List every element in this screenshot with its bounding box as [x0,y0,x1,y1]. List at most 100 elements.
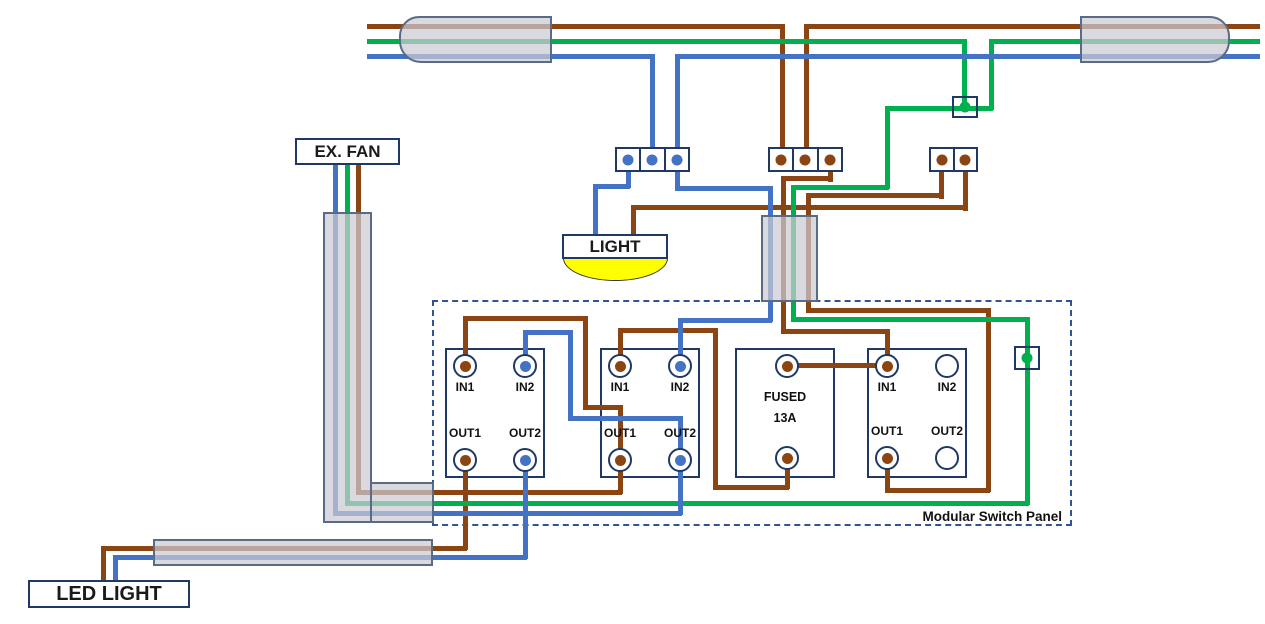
wire-segment-blue [675,186,772,191]
wire-segment-blue [568,330,573,420]
wire-segment-blue [113,555,118,583]
wire-segment-brown [986,308,991,492]
led-light-box: LED LIGHT [28,580,190,608]
terminal-dot-brown [614,454,626,466]
terminal-dot-blue [646,154,658,165]
wire-segment-brown [356,490,622,495]
switch-module-2-in2-label: IN2 [670,380,690,394]
terminal-dot-brown [881,360,893,372]
light-loop-connector-block [929,147,978,172]
switch-module-3-terminal-ring [935,446,959,470]
switch-module-3-out1-label: OUT1 [870,424,904,438]
led-conduit [153,539,433,566]
wire-segment-brown [781,329,889,334]
neutral-connector-block-terminal [617,149,639,170]
switch-module-3-in1-label: IN1 [877,380,897,394]
light-box: LIGHT [562,234,668,259]
terminal-dot-brown [459,360,471,372]
neutral-connector-block-terminal [663,149,688,170]
light-loop-connector-block-terminal [952,149,977,170]
wire-segment-green [791,185,889,190]
terminal-dot-blue [519,454,531,466]
wire-segment-blue [678,318,772,323]
wire-segment-blue [568,416,682,421]
wire-segment-brown [583,316,588,409]
earth-junction-top-terminal [954,98,976,116]
wire-segment-brown [804,24,1260,29]
wire-segment-green [367,39,967,44]
wire-segment-blue [626,169,631,188]
wire-segment-green [989,39,994,110]
wire-segment-blue [678,416,683,462]
led-light-label: LED LIGHT [56,582,162,605]
terminal-dot-brown [799,154,811,165]
wire-segment-brown [367,24,784,29]
switch-module-1-in1-label: IN1 [455,380,475,394]
wire-segment-brown [885,456,890,492]
wire-segment-brown [618,328,717,333]
terminal-dot-green [959,101,971,113]
wire-segment-brown [785,363,889,368]
light-label: LIGHT [589,236,641,256]
terminal-dot-brown [781,452,793,464]
wire-segment-green [885,106,890,189]
earth-junction-top [952,96,978,118]
ex-fan-label: EX. FAN [314,141,381,161]
wire-segment-blue [650,54,655,149]
live-connector-block-terminal [770,149,792,170]
wire-segment-brown [101,546,106,583]
earth-junction-panel-terminal [1016,348,1038,368]
neutral-connector-block [615,147,690,172]
terminal-dot-blue [671,154,683,165]
wire-segment-blue [523,330,572,335]
wire-segment-blue [333,511,682,516]
wire-segment-blue [678,458,683,515]
wire-segment-green [345,501,1029,506]
terminal-dot-brown [459,454,471,466]
wire-segment-brown [804,24,809,150]
terminal-dot-blue [622,154,634,165]
neutral-connector-block-terminal [639,149,663,170]
wire-segment-green [962,39,967,110]
switch-module-3-in2-label: IN2 [937,380,957,394]
live-connector-block-terminal [792,149,816,170]
switch-module-1-out2-label: OUT2 [508,426,542,440]
drop-conduit-mid [761,215,818,302]
wire-segment-blue [675,54,1260,59]
fused-spur-module-label: FUSED [763,390,807,404]
wire-segment-blue [678,318,683,368]
switch-module-1-terminal-ring [513,354,537,378]
live-connector-block [768,147,843,172]
wire-segment-green [791,317,1029,322]
switch-module-2-out1-label: OUT1 [603,426,637,440]
wire-segment-brown [631,205,636,238]
terminal-dot-blue [674,360,686,372]
terminal-dot-brown [775,154,787,165]
terminal-dot-brown [824,154,836,165]
ceiling-conduit-left [399,16,552,63]
wire-segment-brown [828,169,833,182]
wire-segment-brown [713,328,718,489]
fused-spur-module-label: 13A [773,411,797,425]
terminal-dot-blue [519,360,531,372]
switch-module-2-out2-label: OUT2 [663,426,697,440]
ex-fan-box: EX. FAN [295,138,400,165]
terminal-dot-blue [674,454,686,466]
wire-segment-brown [939,169,944,199]
wire-segment-brown [618,458,623,494]
wire-segment-brown [463,316,587,321]
wire-segment-brown [583,405,622,410]
exfan-conduit-vertical [323,212,372,523]
wire-segment-blue [675,54,680,149]
wire-segment-green [885,106,967,111]
wire-segment-blue [523,458,528,559]
panel-title: Modular Switch Panel [922,509,1062,524]
wire-segment-brown [885,488,990,493]
light-loop-connector-block-terminal [931,149,953,170]
wire-segment-brown [780,24,785,150]
wire-segment-blue [593,184,630,189]
terminal-dot-brown [781,360,793,372]
live-connector-block-terminal [816,149,841,170]
wire-segment-brown [885,329,890,368]
